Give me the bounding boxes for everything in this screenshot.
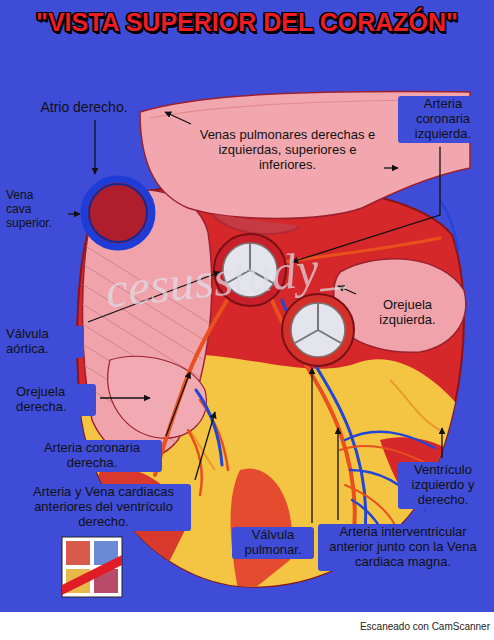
title-text: "VISTA SUPERIOR DEL CORAZÓN" [36,8,458,37]
vena-cava-ring [84,179,152,247]
anatomy-label: Arteria coronaria izquierda. [398,96,488,143]
anatomy-label: Orejuela izquierda. [360,298,455,328]
anatomy-label: Válvula aórtica. [4,326,84,358]
leader-line [337,428,338,520]
superior-vena-cava [84,179,152,247]
leader-line [94,120,95,174]
leader-line [441,428,442,458]
anatomy-label: Arteria interventricular anterior junto … [318,524,488,571]
anatomy-label: Vena cava superior. [4,188,64,231]
anatomy-label: Arteria y Vena cardiacas anteriores del … [16,484,191,531]
watermark: cesusstudy_ [103,238,347,320]
anatomy-label: Orejuela derecha. [14,384,96,416]
atrial-shadow [212,214,300,234]
leader-line [68,213,80,214]
leader-line [165,112,191,124]
vena-cava-inner [89,184,147,242]
vein-branch [440,200,458,250]
leader-line [384,167,398,168]
anatomy-label: Válvula pulmonar. [232,527,314,559]
anterior-cardiac-vein [196,390,222,465]
artery-branch [188,400,228,495]
logo [62,537,122,597]
pulmonary-wall [282,294,354,366]
leader-line [195,412,215,480]
leader-line [311,368,312,523]
scan-strip [0,612,494,640]
fat-texture [390,380,440,430]
anatomy-label: Venas pulmonares derechas e izquierdas, … [195,128,380,173]
scan-caption: Escaneado con CamScanner [300,621,490,633]
anatomy-label: Arteria coronaria derecha. [22,440,162,472]
logo-band [62,555,122,595]
leader-line [100,397,150,398]
valve-cusps [295,303,341,343]
logo-tile [66,541,90,565]
right-coronary-artery [155,292,232,475]
anatomy-label: Ventrículo izquierdo y derecho. [398,462,488,509]
logo-frame [62,537,122,597]
valve-opening [291,303,345,357]
leader-line [166,372,190,436]
pulmonary-valve [282,294,354,366]
anatomy-label: Atrio derecho. [38,98,130,116]
